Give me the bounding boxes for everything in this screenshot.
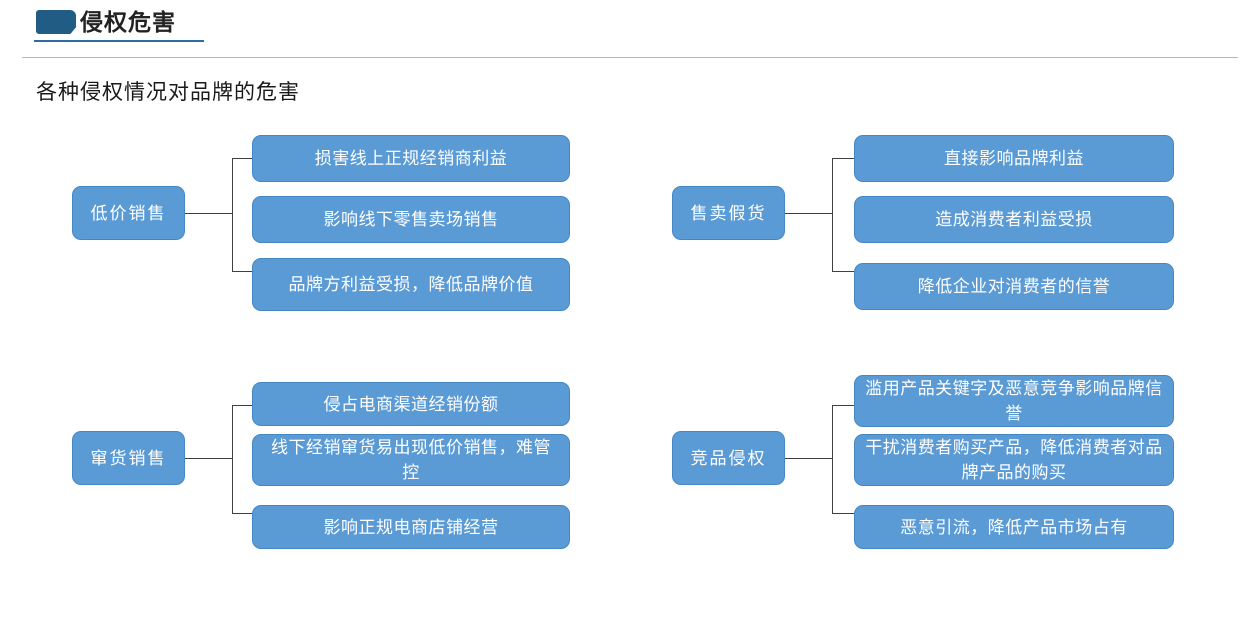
connector-child-stub-1 <box>232 405 264 406</box>
blue-tag-icon <box>36 10 76 34</box>
connector-spine <box>832 405 833 513</box>
child-node-3[interactable]: 降低企业对消费者的信誉 <box>854 263 1174 310</box>
child-node-2[interactable]: 线下经销窜货易出现低价销售，难管控 <box>252 434 570 486</box>
child-node-1[interactable]: 滥用产品关键字及恶意竞争影响品牌信誉 <box>854 375 1174 427</box>
connector-spine <box>832 158 833 271</box>
connector-child-stub-1 <box>832 158 864 159</box>
connector-spine <box>232 158 233 271</box>
child-node-1[interactable]: 损害线上正规经销商利益 <box>252 135 570 182</box>
page-header: 侵权危害 <box>0 0 1260 58</box>
parent-node-cross-region-selling[interactable]: 窜货销售 <box>72 431 185 485</box>
connector-parent-stub <box>785 213 833 214</box>
connector-child-stub-3 <box>232 513 264 514</box>
connector-child-stub-3 <box>832 271 864 272</box>
connector-parent-stub <box>185 458 233 459</box>
section-subtitle: 各种侵权情况对品牌的危害 <box>36 81 300 104</box>
connector-child-stub-3 <box>232 271 264 272</box>
connector-child-stub-1 <box>832 405 864 406</box>
connector-parent-stub <box>185 213 233 214</box>
child-node-2[interactable]: 影响线下零售卖场销售 <box>252 196 570 243</box>
page-title: 侵权危害 <box>80 9 176 35</box>
child-node-3[interactable]: 影响正规电商店铺经营 <box>252 505 570 549</box>
group-low-price-selling: 低价销售 损害线上正规经销商利益 影响线下零售卖场销售 品牌方利益受损，降低品牌… <box>0 0 630 330</box>
child-node-2[interactable]: 干扰消费者购买产品，降低消费者对品牌产品的购买 <box>854 434 1174 486</box>
connector-spine <box>232 405 233 513</box>
group-cross-region-selling: 窜货销售 侵占电商渠道经销份额 线下经销窜货易出现低价销售，难管控 影响正规电商… <box>72 382 570 549</box>
group-selling-counterfeits: 售卖假货 直接影响品牌利益 造成消费者利益受损 降低企业对消费者的信誉 <box>672 135 1174 310</box>
connector-child-stub-3 <box>832 513 864 514</box>
child-node-1[interactable]: 直接影响品牌利益 <box>854 135 1174 182</box>
connector-child-stub-1 <box>232 158 264 159</box>
parent-node-competitor-infringement[interactable]: 竞品侵权 <box>672 431 785 485</box>
child-node-2[interactable]: 造成消费者利益受损 <box>854 196 1174 243</box>
header-divider <box>22 57 1238 58</box>
child-node-1[interactable]: 侵占电商渠道经销份额 <box>252 382 570 426</box>
title-underline <box>34 40 204 42</box>
parent-node-selling-counterfeits[interactable]: 售卖假货 <box>672 186 785 240</box>
connector-parent-stub <box>785 458 833 459</box>
child-node-3[interactable]: 品牌方利益受损，降低品牌价值 <box>252 258 570 311</box>
child-node-3[interactable]: 恶意引流，降低产品市场占有 <box>854 505 1174 549</box>
parent-node-low-price-selling[interactable]: 低价销售 <box>72 186 185 240</box>
